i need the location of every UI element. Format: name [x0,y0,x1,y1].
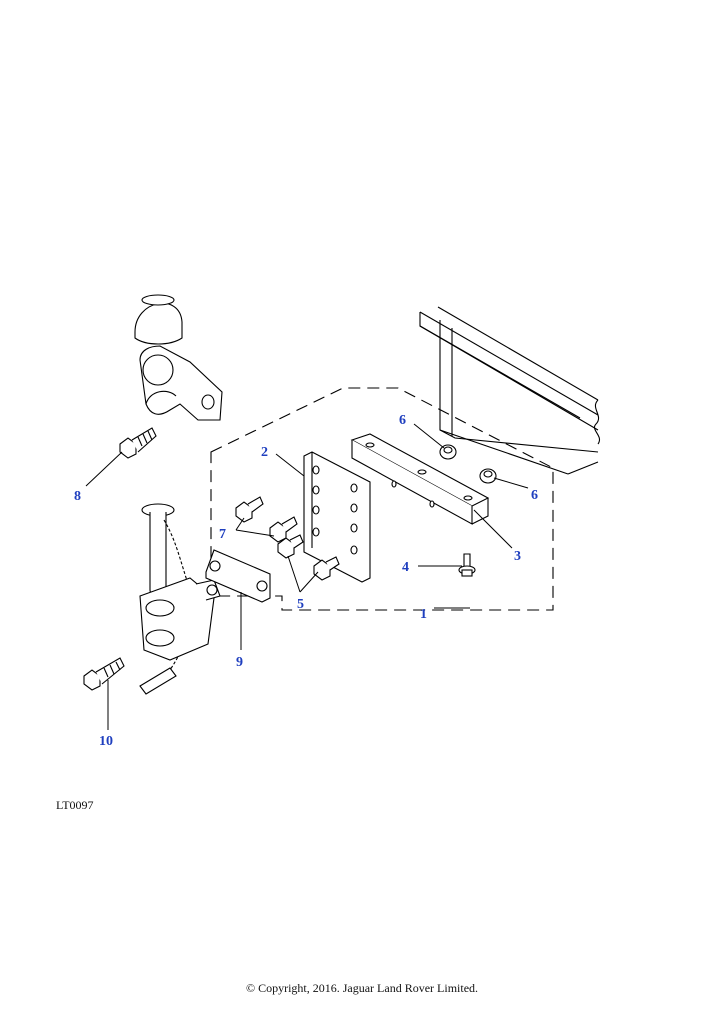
flange-nut-item-6-right [479,468,497,484]
callout-4: 4 [402,560,409,575]
angle-bracket-item-3 [350,433,490,525]
callout-6-right: 6 [531,488,538,503]
callout-10: 10 [99,734,113,749]
tow-ball [139,345,223,421]
callout-7: 7 [219,527,226,542]
callout-5: 5 [297,597,304,612]
towing-pin-with-chain [139,503,193,695]
flange-nut-item-6-upper [439,444,457,460]
callout-1: 1 [420,607,427,622]
tow-ball-cover [134,294,183,345]
illustration-reference-code: LT0097 [56,798,94,812]
drop-plate-item-2 [303,451,371,583]
copyright-notice: © Copyright, 2016. Jaguar Land Rover Lim… [245,981,479,995]
bolt-item-8 [119,427,157,459]
callout-6-upper: 6 [399,413,406,428]
callout-2: 2 [261,445,268,460]
kit-outline-dashed [210,387,554,611]
callout-8: 8 [74,489,81,504]
bolt-item-5-lower [313,556,340,581]
bolt-item-7-lower [269,516,298,543]
bolt-item-5-upper [277,534,304,559]
chassis-frame-rail [419,306,600,475]
jaw-coupling [139,577,221,661]
spacer-plate-item-9 [205,549,271,603]
leader-lines [85,423,529,730]
bolt-item-10 [83,657,125,691]
callout-3: 3 [514,549,521,564]
callout-9: 9 [236,655,243,670]
bolt-item-7-upper [235,496,264,523]
bolt-item-4 [458,553,476,577]
